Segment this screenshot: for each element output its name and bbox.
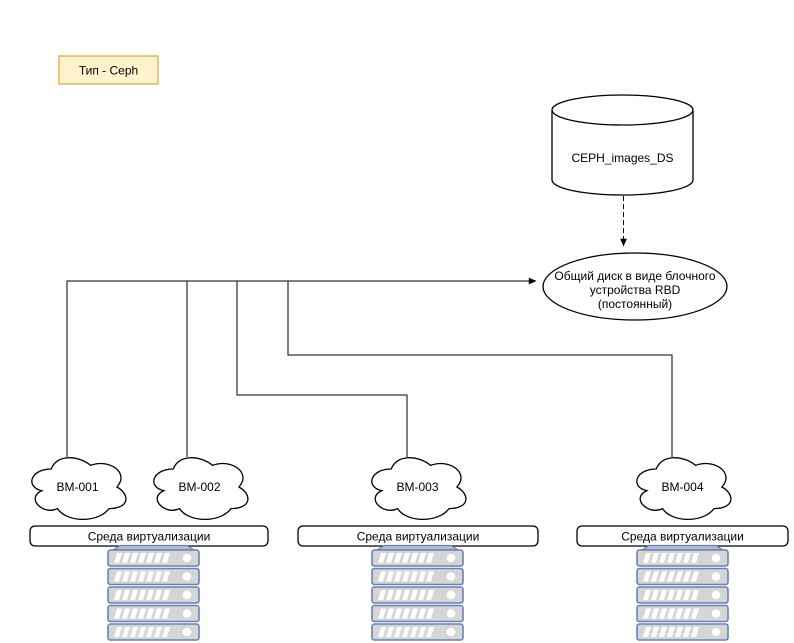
vm-label: BM-002	[178, 480, 220, 494]
host-box-2: Среда виртуализации	[297, 525, 539, 547]
type-note-box	[58, 55, 159, 85]
vm-label: BM-004	[661, 480, 703, 494]
server-stack-icon-3	[637, 546, 728, 641]
vm-node-bm001: BM-001	[31, 457, 127, 521]
rbd-disk-label-line1: Общий диск в виде блочного	[554, 269, 715, 283]
host-box-label: Среда виртуализации	[357, 530, 480, 544]
vm-node-bm004: BM-004	[636, 457, 732, 521]
vm-node-bm002: BM-002	[153, 457, 249, 521]
vm-label: BM-003	[396, 480, 438, 494]
type-note-label: Тип - Ceph	[79, 64, 138, 78]
connector-bm004-to-rbd	[287, 281, 673, 457]
rbd-disk-ellipse	[542, 252, 728, 321]
connector-bm003-to-rbd	[236, 281, 408, 457]
rbd-disk-label-line3: (постоянный)	[598, 297, 672, 311]
server-stack-icon-1	[108, 546, 199, 641]
datastore-node: CEPH_images_DS	[551, 94, 694, 196]
connector-bm001-to-rbd	[66, 277, 537, 457]
host-box-label: Среда виртуализации	[621, 530, 744, 544]
vm-label: BM-001	[56, 480, 98, 494]
server-stack-icon-2	[372, 546, 463, 641]
type-note: Тип - Ceph	[58, 55, 159, 85]
datastore-cylinder-top	[551, 94, 694, 126]
host-box-label: Среда виртуализации	[88, 530, 211, 544]
host-box-1: Среда виртуализации	[29, 525, 269, 547]
rbd-disk-label-line2: устройства RBD	[590, 283, 681, 297]
datastore-cylinder-body	[551, 110, 694, 196]
datastore-label: CEPH_images_DS	[571, 151, 673, 165]
vm-node-bm003: BM-003	[371, 457, 467, 521]
host-box-3: Среда виртуализации	[576, 525, 789, 547]
rbd-disk-node: Общий диск в виде блочного устройства RB…	[542, 252, 728, 321]
